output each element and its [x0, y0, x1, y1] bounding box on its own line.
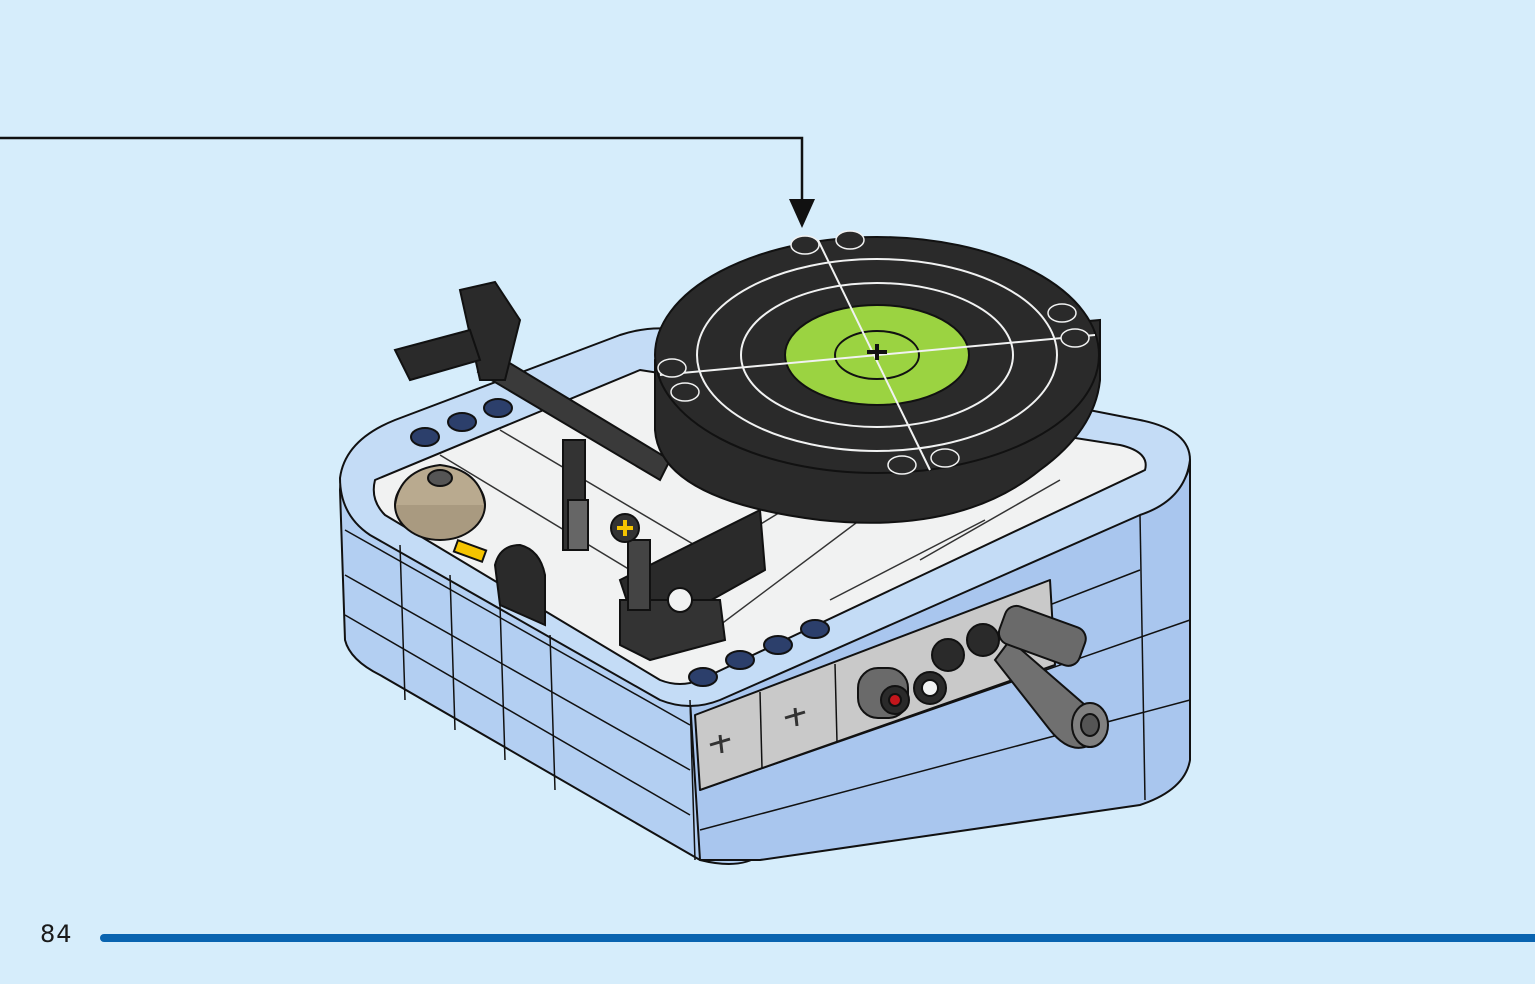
turntable-platter	[654, 236, 1101, 524]
platter-studs	[657, 230, 1090, 475]
switch-lever	[493, 543, 546, 627]
page-number: 84	[40, 920, 73, 948]
audio-jacks	[857, 623, 1000, 719]
callout-arrow	[0, 136, 815, 228]
dome-knob	[394, 463, 488, 564]
footer-bar	[100, 934, 1535, 942]
tonearm	[393, 280, 767, 662]
studs	[410, 398, 830, 687]
power-connector	[993, 604, 1109, 749]
axle-holes	[709, 707, 806, 754]
